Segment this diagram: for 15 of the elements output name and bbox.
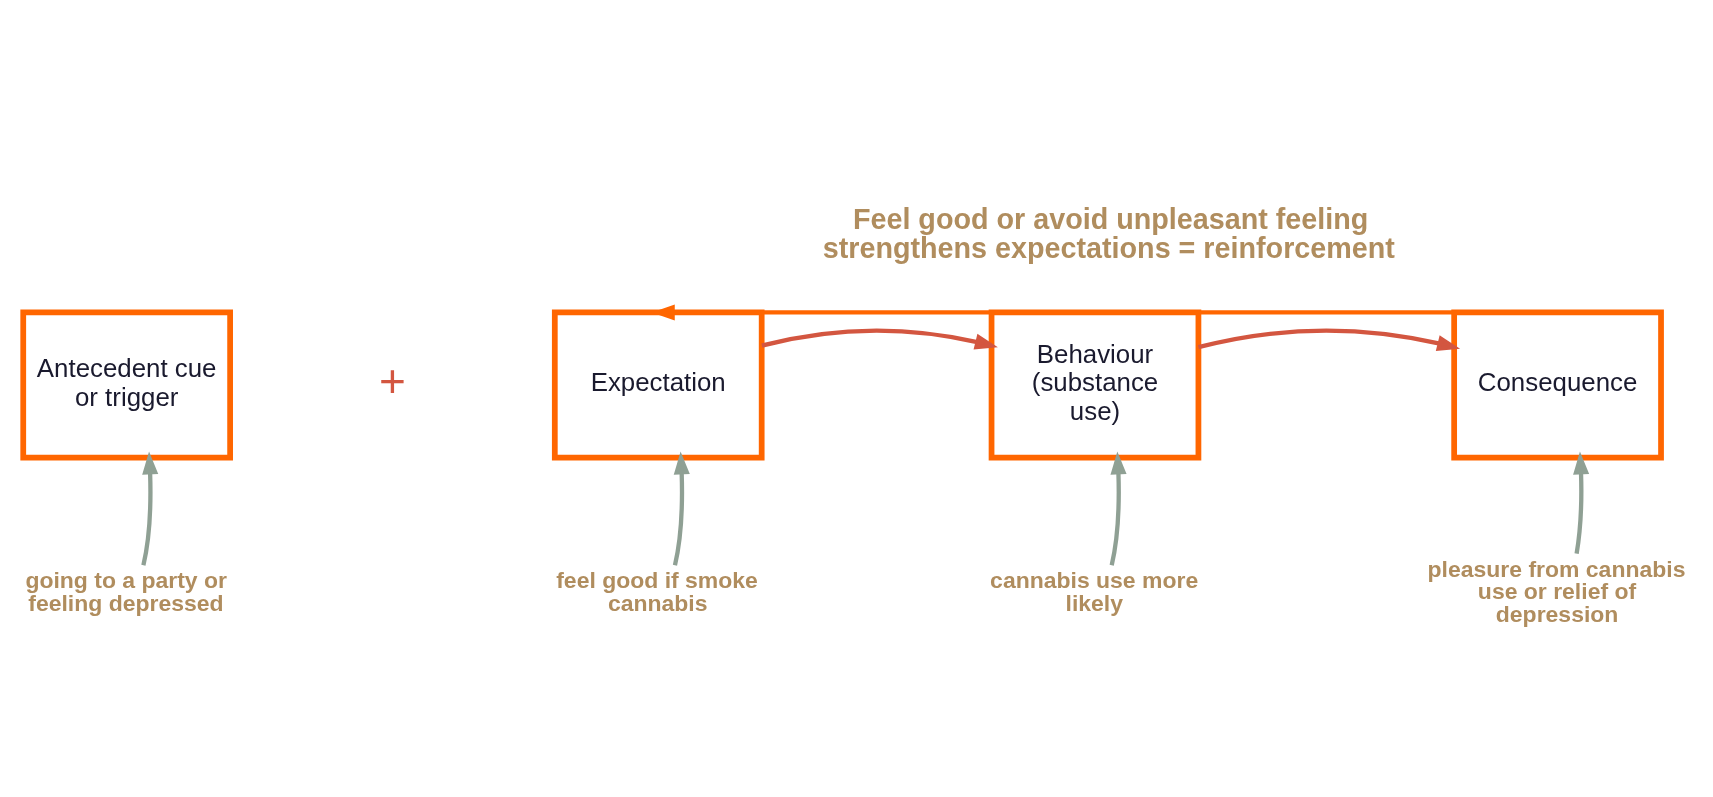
node-text: going to a party or feeling depressed: [25, 566, 228, 616]
arrow: [1197, 328, 1461, 351]
arrow: [1573, 450, 1590, 554]
arrow: [672, 450, 690, 566]
edge-label: Feel good or avoid unpleasant feeling strengthens expectations = reinforcement: [822, 202, 1395, 264]
arrow: [761, 328, 998, 350]
arrow: [141, 450, 159, 566]
node-box: Consequence: [1451, 309, 1664, 460]
node-box: Expectation: [551, 309, 765, 460]
node-text: pleasure from cannabis use or relief of depression: [1427, 555, 1686, 627]
label: +: [379, 354, 406, 407]
node-text: cannabis use more likely: [990, 566, 1199, 616]
node-box: Antecedent cue or trigger: [20, 309, 233, 460]
node-text: feel good if smoke cannabis: [556, 566, 758, 616]
arrow: [1109, 450, 1127, 566]
